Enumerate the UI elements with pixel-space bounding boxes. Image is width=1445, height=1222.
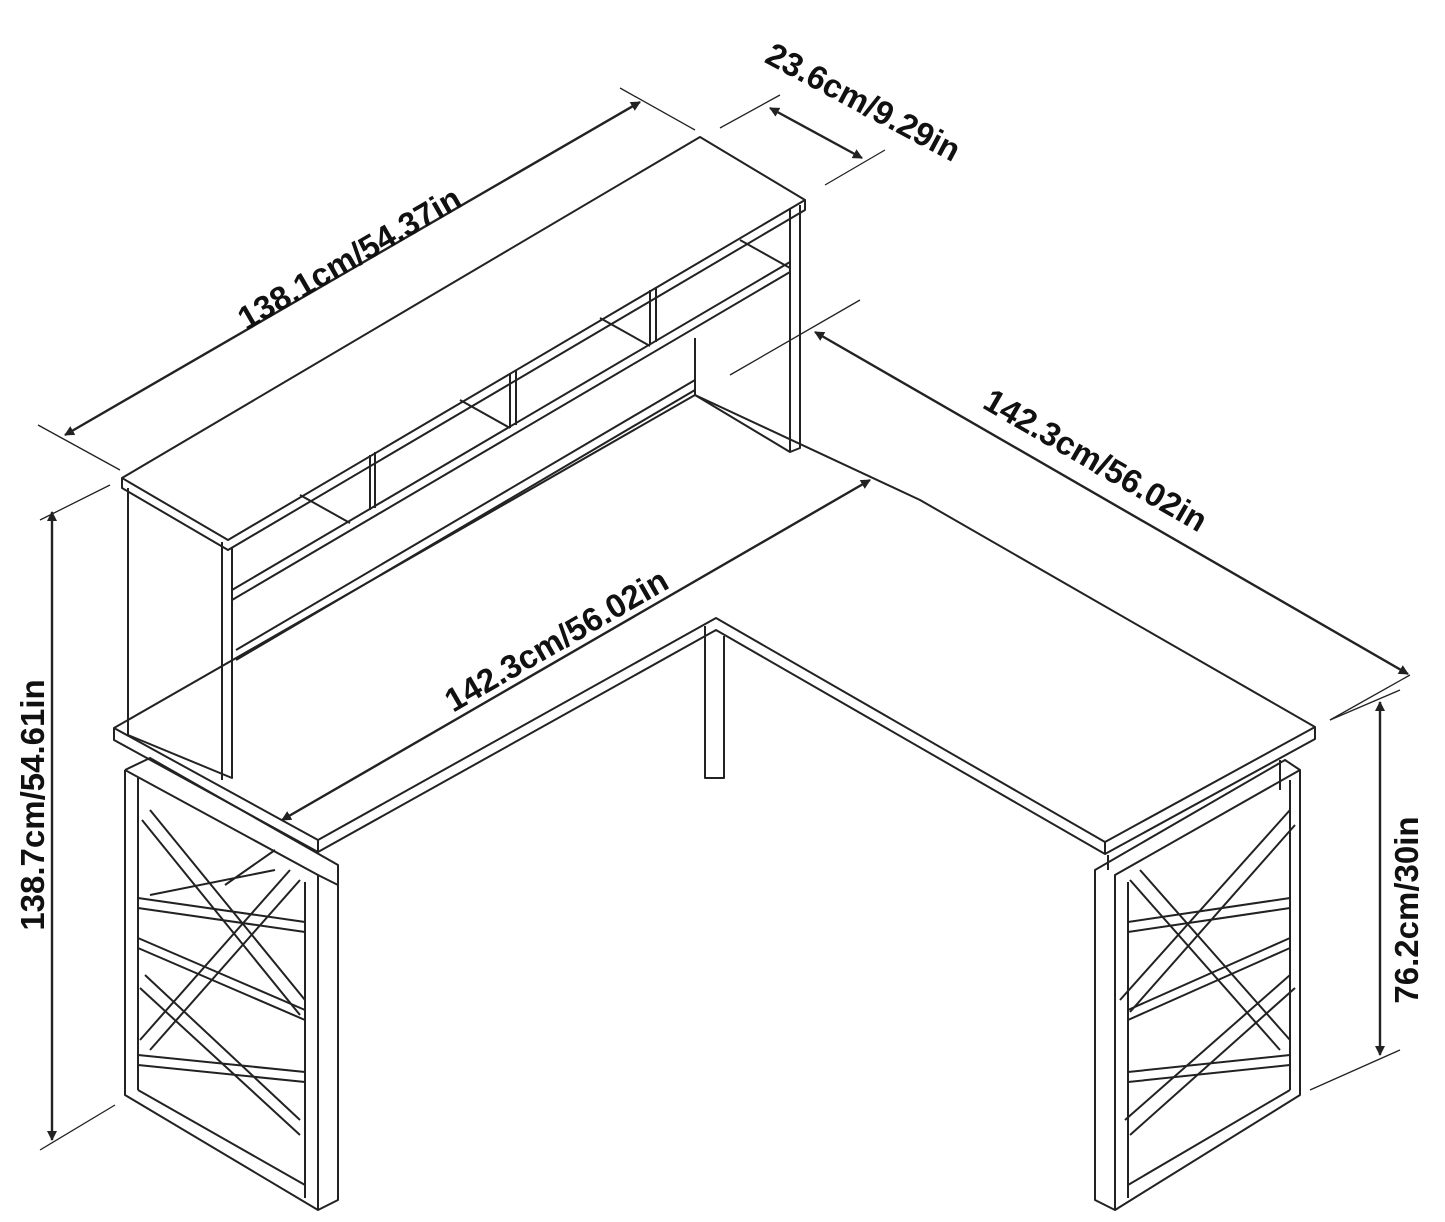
right-leg-frame: [1094, 759, 1301, 1211]
hutch-depth-arrow: [769, 106, 863, 160]
hutch-width-arrow: [64, 100, 641, 437]
desk-height-label: 76.2cm/30in: [1388, 816, 1425, 1003]
dimension-arrows: [47, 100, 1409, 1141]
right-length-label: 142.3cm/56.02in: [978, 381, 1214, 539]
hutch-depth-label: 23.6cm/9.29in: [760, 35, 967, 168]
extension-lines: [37, 87, 1411, 1151]
left-leg-frame: [124, 757, 339, 1211]
total-height-label: 138.7cm/54.61in: [14, 679, 51, 930]
front-length-label: 142.3cm/56.02in: [438, 561, 674, 719]
right-length-arrow: [814, 330, 1409, 676]
hutch-width-label: 138.1cm/54.37in: [231, 179, 467, 337]
front-length-arrow: [281, 478, 871, 822]
